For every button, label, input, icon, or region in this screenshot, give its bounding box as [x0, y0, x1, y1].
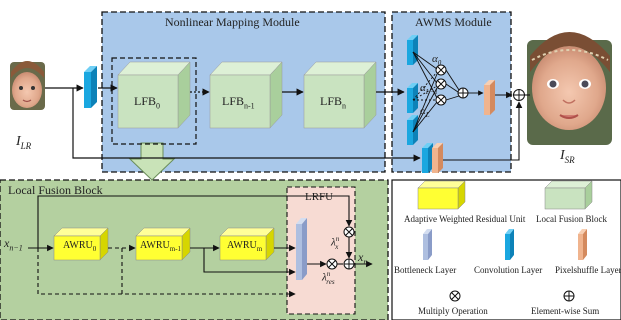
- output-x-label: xn: [358, 250, 368, 267]
- local-fusion-connections: [28, 195, 373, 298]
- baby-sr-image: [527, 32, 612, 145]
- legend-conv-swatch: [505, 229, 514, 260]
- multiply-icon: [449, 290, 461, 302]
- nonlinear-module-title: Nonlinear Mapping Module: [165, 15, 300, 29]
- sum-icon: [457, 87, 469, 99]
- legend-lfb-label: Local Fusion Block: [536, 214, 607, 224]
- legend-pixelshuffle-swatch: [578, 229, 587, 260]
- lfb-0-cube: [117, 61, 191, 129]
- awru-m1-cube: [135, 227, 191, 261]
- lfb-n-label: LFBn: [320, 94, 347, 111]
- lr-label: ILR: [16, 134, 32, 151]
- alpha-l-label: αL: [420, 105, 430, 120]
- legend-sum-label: Element-wise Sum: [531, 306, 600, 316]
- lfb-0-highlight: [111, 57, 197, 145]
- legend-bottleneck-swatch: [423, 229, 432, 260]
- alpha-l1-label: αL−1: [420, 82, 438, 97]
- lfb-0-label: LFB0: [134, 94, 161, 111]
- legend-bottleneck-label: Bottleneck Layer: [394, 265, 457, 275]
- input-x-label: xn−1: [4, 236, 23, 253]
- awru-m-label: AWRUm: [227, 240, 263, 253]
- conv-layer-input: [84, 66, 97, 108]
- alpha-0-label: α0: [432, 53, 442, 68]
- sr-label: ISR: [560, 148, 575, 165]
- lfb-n1-label: LFBn-1: [222, 94, 255, 111]
- multiply-icon: [326, 258, 338, 270]
- lrfu-title: LRFU: [305, 191, 334, 203]
- awms-pixelshuffle: [484, 80, 495, 115]
- multiply-icon: [435, 94, 447, 106]
- baby-lr-image: [10, 61, 45, 110]
- sum-icon: [563, 290, 575, 302]
- global-skip-line: [72, 88, 421, 162]
- legend-multiply-label: Multiply Operation: [418, 306, 488, 316]
- awms-skip-conv: [422, 143, 433, 173]
- sum-icon: [343, 258, 355, 270]
- legend-awru-swatch: [417, 180, 466, 210]
- awms-skip-pixelshuffle: [432, 143, 443, 173]
- lambda-res-label: λnres: [322, 270, 335, 286]
- local-fusion-title: Local Fusion Block: [8, 183, 103, 197]
- lambda-x-label: λnx: [331, 235, 340, 251]
- arrow-skip-to-sum: [443, 101, 523, 161]
- legend-conv-label: Convolution Layer: [474, 265, 543, 275]
- legend-awru-label: Adaptive Weighted Residual Unit: [404, 214, 526, 224]
- awms-module-title: AWMS Module: [415, 15, 492, 29]
- lrfu-bottleneck: [296, 218, 307, 280]
- sum-icon: [513, 89, 525, 101]
- awru-0-label: AWRU0: [63, 240, 97, 253]
- awms-conv-l: [407, 115, 418, 145]
- lfb-n1-cube: [209, 61, 283, 129]
- multiply-icon: [343, 226, 355, 238]
- legend-pixelshuffle-label: Pixelshuffle Layer: [555, 265, 621, 275]
- awru-0-cube: [53, 227, 109, 261]
- multiply-icon: [435, 64, 447, 76]
- awms-conv-0: [407, 35, 418, 65]
- legend-lfb-swatch: [544, 180, 593, 210]
- awms-conv-l1: [407, 83, 418, 113]
- awru-m1-label: AWRUm-1: [140, 240, 182, 253]
- lfb-n-cube: [303, 61, 377, 129]
- zoom-arrow: [128, 142, 176, 181]
- awms-connections: [412, 51, 484, 133]
- awru-m-cube: [219, 227, 275, 261]
